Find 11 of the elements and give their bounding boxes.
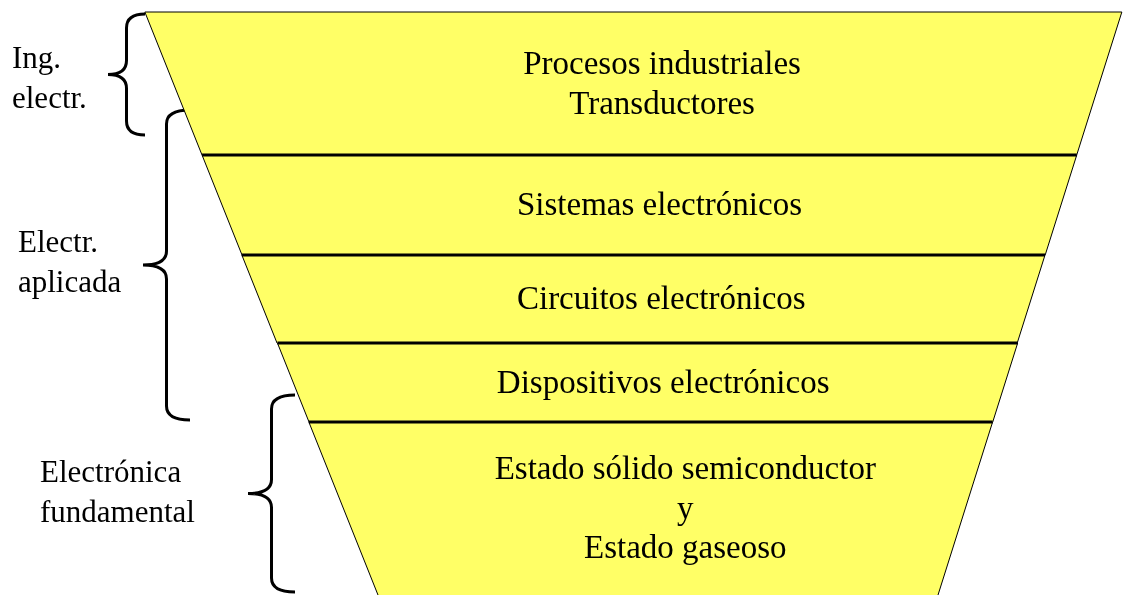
band-label: Transductores bbox=[569, 83, 755, 123]
band-label: Estado sólido semiconductor bbox=[494, 449, 876, 489]
band-label: Sistemas electrónicos bbox=[516, 185, 802, 225]
bracket-label: Electr. aplicada bbox=[18, 223, 123, 302]
bracket-label: Ing. electr. bbox=[12, 39, 88, 118]
band-label: Estado gaseoso bbox=[584, 528, 787, 568]
band-label: y bbox=[677, 488, 694, 528]
band-label: Procesos industriales bbox=[523, 43, 801, 83]
bracket-label: Electrónica fundamental bbox=[40, 453, 196, 532]
band-label: Dispositivos electrónicos bbox=[496, 362, 830, 402]
band-label: Circuitos electrónicos bbox=[516, 279, 806, 319]
